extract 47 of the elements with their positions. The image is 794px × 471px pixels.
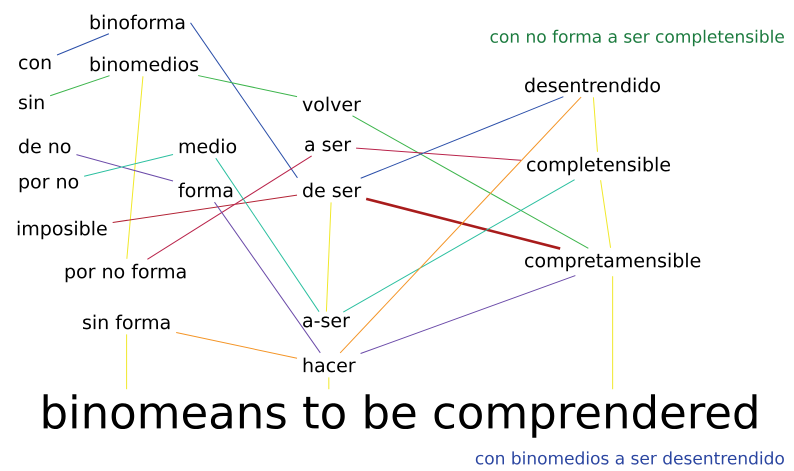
word-label: desentrendido [525, 78, 660, 92]
connector-line [366, 198, 560, 250]
connector-line [56, 33, 110, 56]
word-label: binomedios [90, 56, 198, 72]
diagram-title: binomeans to be comprendered [44, 394, 756, 438]
connector-line [76, 154, 174, 182]
connector-line [198, 75, 298, 98]
word-label: volver [302, 96, 361, 112]
connector-line [342, 179, 576, 313]
connector-line [126, 76, 144, 260]
word-label: por no [20, 178, 78, 192]
word-label: medio [180, 138, 236, 154]
note-text: con binomedios a ser desentrendido [476, 451, 784, 465]
word-label: a-ser [303, 316, 350, 328]
connector-line [360, 275, 576, 354]
connector-line [146, 155, 312, 260]
word-label: completensible [527, 156, 670, 176]
connector-line [214, 202, 321, 354]
connector-line [356, 148, 522, 161]
word-label: forma [178, 182, 232, 198]
word-label: de ser [303, 182, 362, 198]
connector-line [612, 276, 614, 390]
connector-line [126, 334, 128, 390]
connector-line [340, 96, 582, 354]
connector-line [176, 332, 298, 359]
connector-line [352, 115, 589, 249]
connector-line [190, 22, 298, 178]
connector-line [84, 154, 174, 177]
connector-line [600, 180, 612, 248]
word-label: por no forma [66, 264, 186, 282]
word-label: imposible [18, 220, 107, 240]
connector-line [328, 376, 330, 390]
word-label: compretamensible [525, 252, 700, 272]
word-label: a ser [305, 140, 352, 152]
note-text: con no forma a ser completensible [490, 30, 784, 46]
connector-line [112, 194, 298, 223]
connector-line [592, 96, 598, 152]
word-label: sin forma [83, 314, 170, 330]
word-label: hacer [304, 358, 356, 372]
connector-line [50, 75, 110, 96]
connector-line [215, 158, 320, 312]
connector-line [360, 96, 564, 179]
connector-line [326, 202, 332, 312]
word-label: de no [19, 138, 70, 154]
word-label: con [19, 58, 50, 70]
word-label: binoforma [90, 14, 184, 30]
word-label: sin [19, 94, 44, 110]
